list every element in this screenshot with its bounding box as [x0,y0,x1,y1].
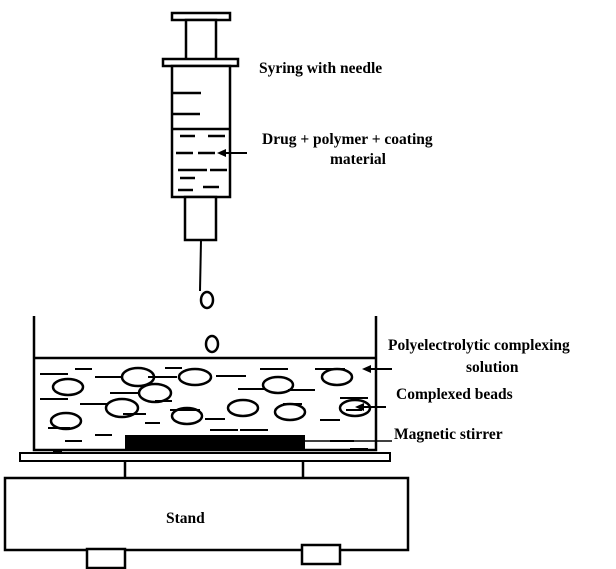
needle [199,239,202,292]
bead [120,366,156,388]
stand-base [3,476,410,552]
label-drug-line1: Drug + polymer + coating [262,131,433,148]
label-solution-line1: Polyelectrolytic complexing [388,337,570,354]
label-syringe: Syring with needle [259,60,382,77]
bead [137,382,173,404]
label-beads: Complexed beads [396,386,513,403]
drug-arrowhead [217,149,226,157]
bead [226,398,260,418]
magnetic-stir-bar [125,435,305,450]
bead [177,367,213,387]
beaker [32,316,378,453]
label-solution-line2: solution [466,359,519,376]
bead [49,411,83,431]
stirrer-plate [19,452,391,462]
drop [199,290,215,310]
stand-foot-right [300,543,342,566]
solution-arrowhead [362,365,371,373]
beads-arrowhead [355,403,364,411]
syringe-nozzle [183,195,218,242]
label-stand: Stand [166,510,205,527]
syringe [161,11,240,292]
plunger-rod [184,18,218,64]
stand-foot-left [85,547,127,569]
bead [273,402,307,422]
label-drug-line2: material [330,151,387,168]
bead [51,377,85,397]
bead [104,397,140,419]
bead [320,367,354,387]
drop [204,334,220,354]
bead [261,375,295,395]
bead [170,406,204,426]
label-stirrer: Magnetic stirrer [394,426,503,443]
